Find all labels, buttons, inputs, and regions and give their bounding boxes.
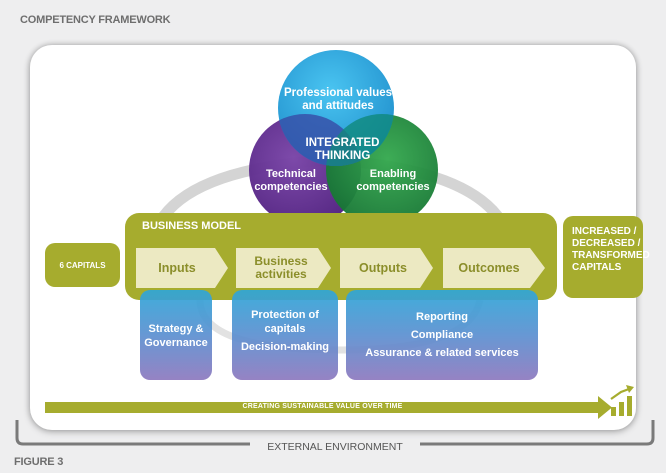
enabling-line2: competencies	[356, 181, 430, 193]
page-title: COMPETENCY FRAMEWORK	[20, 14, 171, 26]
protection-line2: capitals	[264, 323, 306, 335]
integrated-label: INTEGRATED	[305, 137, 380, 149]
six-capitals-box: 6 CAPITALS	[45, 243, 120, 287]
step-outputs: Outputs	[359, 261, 407, 275]
value-arrow-label: CREATING SUSTAINABLE VALUE OVER TIME	[242, 403, 403, 410]
growth-chart-icon	[610, 385, 634, 416]
protection-decision-box	[232, 290, 338, 380]
chevron-outputs	[340, 248, 433, 288]
result-line2: DECREASED /	[572, 238, 641, 249]
strategy-governance-text: Strategy & Governance	[140, 322, 212, 350]
professional-values-label: Professional values and attitudes	[283, 87, 393, 112]
thinking-label: THINKING	[314, 150, 371, 162]
chevron-inputs	[136, 248, 228, 288]
decision-making-line: Decision-making	[240, 341, 330, 353]
step-business-activities: Business activities	[254, 254, 308, 281]
strategy-line1: Strategy &	[148, 323, 204, 335]
reporting-assurance-text: Reporting Compliance Assurance & related…	[346, 308, 538, 362]
result-line3: TRANSFORMED	[572, 250, 650, 261]
increased-decreased-capitals-box: INCREASED / DECREASED / TRANSFORMED CAPI…	[563, 216, 650, 298]
step-inputs: Inputs	[158, 261, 196, 275]
compliance-line: Compliance	[410, 329, 474, 341]
chevron-business-activities	[236, 248, 331, 288]
technical-line1: Technical	[266, 168, 316, 180]
integrated-thinking-label: INTEGRATED THINKING	[295, 137, 390, 163]
external-environment-label: EXTERNAL ENVIRONMENT	[250, 441, 420, 453]
protection-line1: Protection of	[251, 309, 319, 321]
business-model-title: BUSINESS MODEL	[142, 220, 242, 232]
protection-decision-text: Protection of capitals Decision-making	[232, 308, 338, 354]
enabling-line1: Enabling	[369, 168, 417, 180]
assurance-line: Assurance & related services	[365, 347, 519, 359]
technical-line2: competencies	[254, 181, 328, 193]
step-outcomes: Outcomes	[458, 261, 520, 275]
reporting-line: Reporting	[416, 311, 468, 323]
result-line1: INCREASED /	[572, 226, 637, 237]
value-arrow-bar	[45, 402, 600, 413]
enabling-competencies-label: Enabling competencies	[350, 168, 436, 194]
reporting-assurance-box	[346, 290, 538, 380]
result-line4: CAPITALS	[572, 262, 622, 273]
strategy-governance-box	[140, 290, 212, 380]
value-arrow-head	[598, 396, 612, 419]
chevron-outcomes	[443, 248, 545, 288]
figure-label: FIGURE 3	[14, 456, 64, 468]
strategy-line2: Governance	[144, 337, 208, 349]
technical-competencies-label: Technical competencies	[248, 168, 334, 194]
